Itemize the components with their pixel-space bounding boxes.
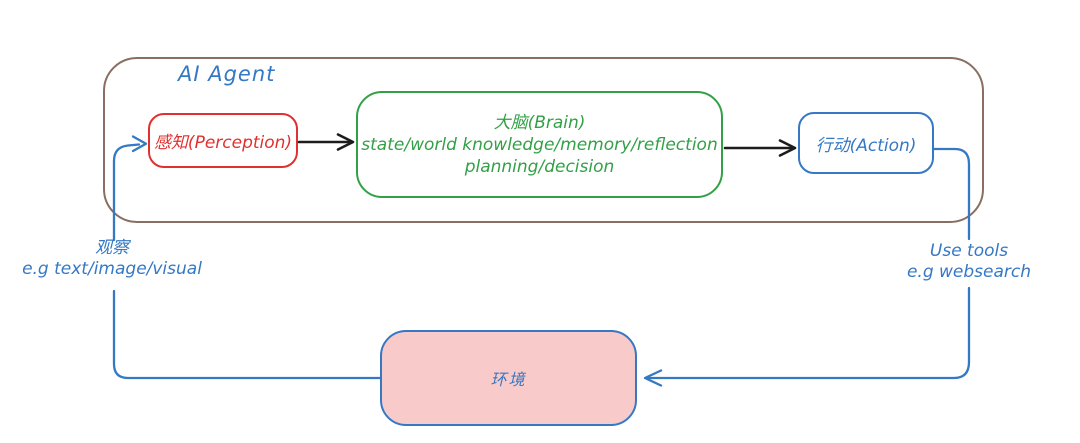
brain-capabilities: state/world knowledge/memory/reflection [361, 134, 718, 155]
ai-agent-title: AI Agent [178, 62, 276, 86]
action-label: 行动(Action) [815, 135, 917, 156]
observation-title: 观察 [95, 238, 129, 258]
perception-node: 感知(Perception) [148, 113, 298, 168]
brain-title: 大脑(Brain) [493, 112, 586, 133]
use-tools-examples: e.g websearch [906, 262, 1032, 282]
environment-node: 环境 [380, 330, 637, 426]
observation-annotation: 观察 e.g text/image/visual [7, 238, 217, 280]
observation-examples: e.g text/image/visual [22, 259, 202, 279]
use-tools-title: Use tools [929, 241, 1009, 261]
perception-label: 感知(Perception) [153, 133, 293, 153]
action-node: 行动(Action) [798, 112, 934, 174]
environment-label: 环境 [490, 370, 527, 389]
brain-planning: planning/decision [464, 156, 615, 177]
arrow-left-icon [643, 369, 663, 387]
use-tools-annotation: Use tools e.g websearch [864, 241, 1074, 283]
ai-agent-frame [103, 57, 984, 223]
brain-node: 大脑(Brain) state/world knowledge/memory/r… [356, 91, 723, 198]
